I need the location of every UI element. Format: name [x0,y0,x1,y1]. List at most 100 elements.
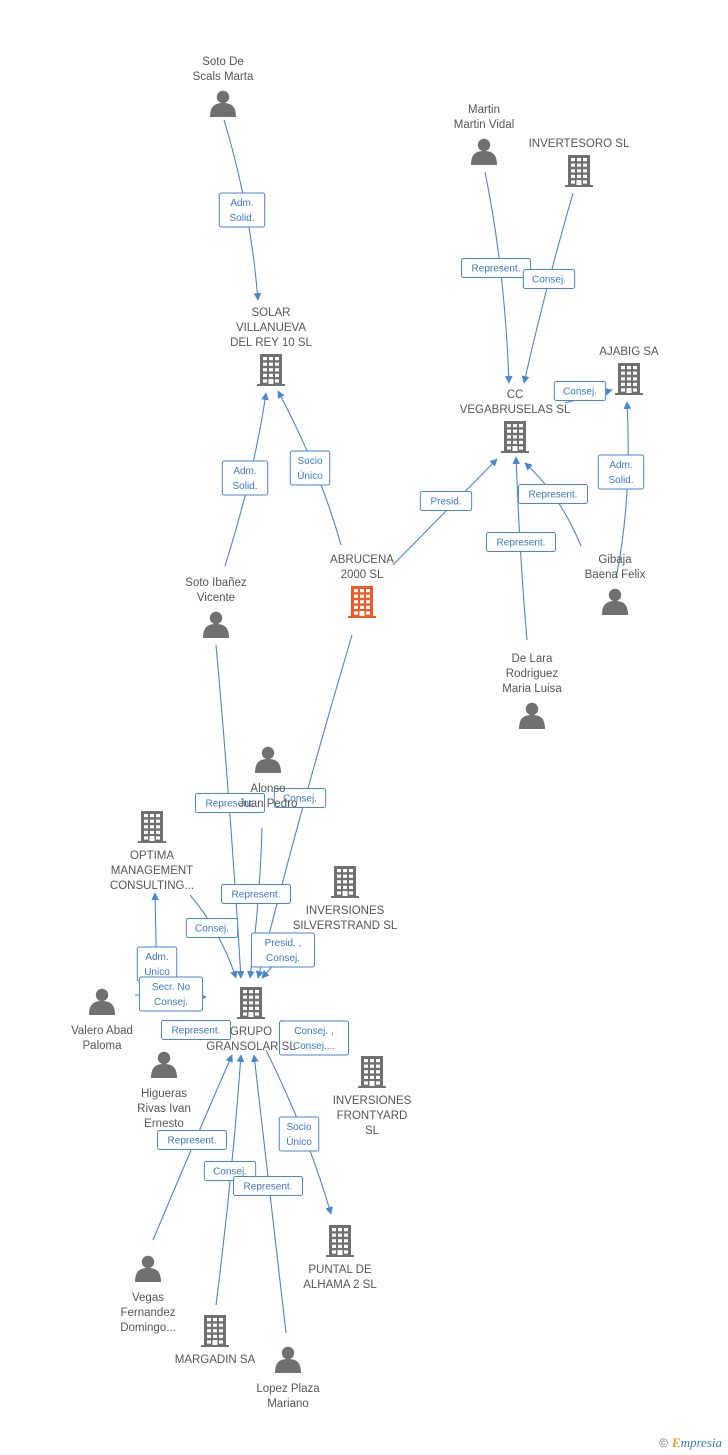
edge-label[interactable]: Adm.Solid. [218,192,266,228]
node-label: MANAGEMENT [111,865,193,877]
edge-label-text: Consej. [283,794,317,805]
node-label: VEGABRUSELAS SL [460,404,571,416]
edge-labels-layer: Adm.Solid.Represent.Consej.Consej.Adm.So… [136,192,645,1196]
node-margadin[interactable]: MARGADIN SA [175,1315,256,1366]
edge-label-text: Solid. [232,481,257,492]
edge-label-box [279,1020,349,1056]
footer-brand: ©Empresia [659,1435,722,1451]
node-label: VILLANUEVA [236,322,306,334]
edge-label-text: Consej.... [293,1041,335,1052]
edge-label-box [221,460,269,496]
person-icon [602,588,628,615]
edge-label[interactable]: Adm.Solid. [597,454,645,490]
edge-label[interactable]: Represent. [461,258,531,278]
node-optima[interactable]: OPTIMAMANAGEMENTCONSULTING... [110,811,194,892]
edge-label-text: Adm. [233,466,256,477]
edge-label[interactable]: Represent. [161,1020,231,1040]
edge-label[interactable]: Adm. Solid. [221,460,269,496]
node-cc[interactable]: CC VEGABRUSELAS SL [460,389,571,453]
edge-label-box [278,1116,320,1152]
edge-label-text: Consej. , [294,1026,333,1037]
node-label: ALHAMA 2 SL [303,1279,377,1291]
edge-label-box [522,269,576,289]
edge-label-text: Represent. [472,264,521,275]
edge-label-text: Consej. [563,387,597,398]
edge-label[interactable]: Represent. [195,793,265,813]
edge-label-text: Adm. [609,460,632,471]
node-label: Fernandez [121,1307,176,1319]
edge-label[interactable]: Represent. [233,1176,303,1196]
edge-label[interactable]: Represent. [486,532,556,552]
person-icon [519,702,545,729]
edge-label-text: Único [297,469,323,482]
node-label: Rivas Ivan [137,1103,191,1115]
building-icon [358,1056,386,1088]
node-label: FRONTYARD [337,1110,408,1122]
edge-label[interactable]: Consej. [522,269,576,289]
node-label: CC [507,389,524,401]
person-icon [135,1255,161,1282]
edge-label-box [203,1161,257,1181]
node-label: Baena Felix [585,569,646,581]
edge-line [615,401,632,579]
edge-label-text: Adm. [145,952,168,963]
node-ajabig[interactable]: AJABIG SA [599,346,659,395]
edge-line [392,458,498,566]
node-vegas[interactable]: VegasFernandezDomingo... [120,1255,176,1334]
edge-label-text: Unico [144,967,170,978]
edge-label[interactable]: Represent. [157,1130,227,1150]
edge-label[interactable]: Represent. [221,884,291,904]
edge-label[interactable]: Consej. [185,918,239,938]
node-label: Paloma [83,1040,123,1052]
edge-line [512,456,528,641]
edge-label-text: Consej. [532,275,566,286]
edge-label[interactable]: Consej. , Consej.... [279,1020,349,1056]
edge-label-box [461,258,531,278]
edge-label-text: Consej. [266,953,300,964]
edge-label-box [597,454,645,490]
edge-label-box [233,1176,303,1196]
edge-label[interactable]: Represent. [518,484,588,504]
edge-label[interactable]: Presid. [419,491,473,511]
node-label: Soto Ibañez [185,577,247,589]
node-label: Martin [468,104,500,116]
node-label: Vicente [197,592,235,604]
building-icon [138,811,166,843]
edge-label-box [138,976,204,1012]
edge-label-box [185,918,239,938]
edge-label[interactable]: Presid. ,Consej. [250,932,316,968]
node-label: Martin Vidal [454,119,515,131]
node-label: Lopez Plaza [256,1383,320,1395]
person-icon [275,1346,301,1373]
node-label: GRUPO [230,1026,272,1038]
edge-label-text: Único [286,1135,312,1148]
edge-label[interactable]: Adm. Unico [136,946,178,982]
edge-label[interactable]: Consej. [203,1161,257,1181]
edge-label[interactable]: Consej. [553,381,607,401]
edge-label-box [250,932,316,968]
person-icon [203,611,229,638]
node-invertesoro[interactable]: INVERTESORO SL [529,138,630,187]
edge-label-box [218,192,266,228]
edge-label-text: Represent. [529,490,578,501]
edge-label[interactable]: Consej. [273,788,327,808]
